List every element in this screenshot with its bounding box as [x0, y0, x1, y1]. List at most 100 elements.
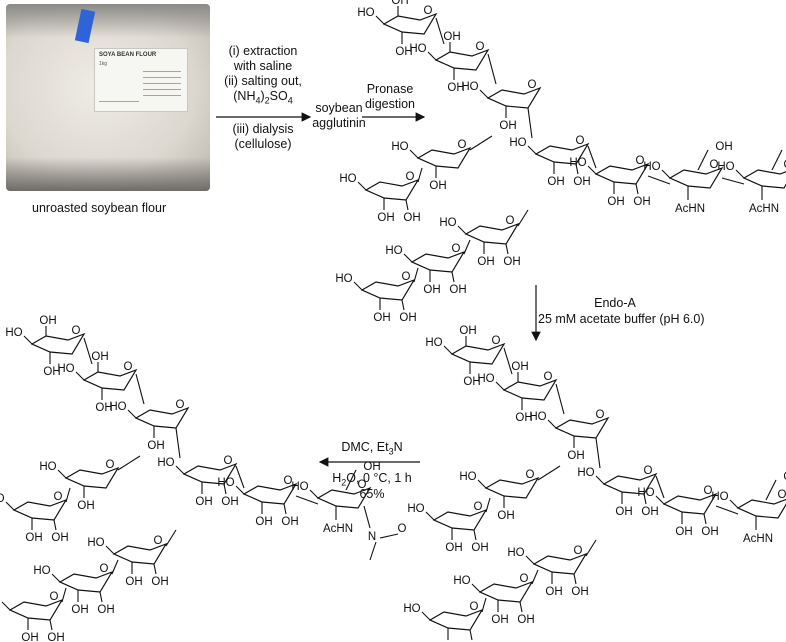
hydroxyl-label: OH — [363, 461, 380, 473]
sugar-ring — [668, 166, 724, 189]
glycosidic-bond — [463, 239, 471, 255]
sugar-ring — [742, 169, 786, 189]
hydroxyl-label: HO — [509, 137, 526, 149]
hydroxyl-label: OH — [515, 412, 532, 424]
hydroxyl-label: OH — [459, 325, 476, 337]
ring-oxygen-label: O — [778, 489, 786, 501]
hydroxyl-label: OH — [499, 120, 516, 132]
sugar-ring — [662, 492, 718, 515]
hydroxyl-label: OH — [43, 366, 60, 378]
sugar-ring — [432, 508, 488, 531]
hydroxyl-label: HO — [407, 503, 424, 515]
step1-line4: (NH4)2SO4 — [233, 89, 293, 106]
sugar-ring — [554, 416, 610, 439]
glycosidic-bond — [83, 337, 93, 365]
sugar-ring — [382, 12, 438, 35]
hydroxyl-label: HO — [637, 487, 654, 499]
sugar-ring — [464, 222, 520, 245]
sugar-ring — [360, 278, 416, 301]
glycosidic-bond — [111, 559, 119, 575]
hydroxyl-label: HO — [453, 575, 470, 587]
ring-oxygen-label: O — [284, 475, 293, 487]
step1-line6: (cellulose) — [234, 137, 292, 151]
hydroxyl-label: HO — [577, 467, 594, 479]
acetamido-label: AcHN — [743, 533, 773, 545]
sugar-ring — [12, 498, 68, 521]
hydroxyl-label: HO — [643, 161, 660, 173]
ring-oxygen-label: O — [50, 591, 59, 603]
hydroxyl-label: HO — [409, 43, 426, 55]
ring-oxygen-label: O — [106, 459, 115, 471]
ring-oxygen-label: O — [72, 325, 81, 337]
hydroxyl-label: HO — [335, 273, 352, 285]
hydroxyl-label: OH — [503, 256, 520, 268]
hydroxyl-label: OH — [783, 471, 786, 483]
step2-line1: Pronase — [366, 82, 414, 96]
glycosidic-bond — [527, 107, 533, 139]
hydroxyl-label: OH — [491, 614, 508, 626]
hydroxyl-label: HO — [477, 373, 494, 385]
sugar-ring — [416, 146, 472, 169]
ring-oxygen-label: O — [704, 485, 713, 497]
glycosidic-bond — [175, 427, 181, 459]
ring-oxygen-label: O — [458, 139, 467, 151]
sugar-ring — [532, 552, 588, 575]
glycosidic-bond — [647, 175, 671, 185]
ring-oxygen-label: O — [402, 271, 411, 283]
intermediate-line1: soybean — [315, 101, 363, 115]
acetamido-label: AcHN — [675, 203, 705, 215]
ring-oxygen-label: O — [574, 545, 583, 557]
hydroxyl-label: OH — [471, 542, 488, 554]
hydroxyl-label: OH — [47, 632, 64, 642]
step3-line1: Endo-A — [594, 296, 636, 310]
glycosidic-bond — [587, 145, 597, 169]
hydroxyl-label: HO — [0, 593, 1, 605]
hydroxyl-label: HO — [425, 337, 442, 349]
hydroxyl-label: OH — [545, 586, 562, 598]
photo-caption: unroasted soybean flour — [32, 201, 167, 215]
step3-line2: 25 mM acetate buffer (pH 6.0) — [538, 312, 705, 326]
sugar-ring — [242, 482, 298, 505]
hydroxyl-label: OH — [449, 284, 466, 296]
glycosidic-bond — [65, 487, 71, 503]
ring-oxygen-label: O — [452, 243, 461, 255]
glycosidic-bond — [413, 267, 419, 283]
ring-oxygen-label: O — [358, 479, 367, 491]
glycosidic-bond — [417, 167, 423, 183]
hydroxyl-label: OH — [607, 196, 624, 208]
soybean-flour-photo: SOYA BEAN FLOUR 1kg — [6, 4, 210, 191]
glycosidic-bond — [555, 383, 565, 415]
sugar-ring — [450, 342, 506, 365]
hydroxyl-label: OH — [77, 500, 94, 512]
sugar-ring — [8, 598, 64, 621]
hydroxyl-label: OH — [715, 141, 732, 153]
hydroxyl-label: HO — [291, 481, 308, 493]
hydroxyl-label: OH — [395, 46, 412, 58]
step4-line3: 65% — [359, 487, 385, 501]
hydroxyl-label: OH — [97, 604, 114, 616]
hydroxyl-label: HO — [461, 81, 478, 93]
glycosidic-bond — [165, 529, 177, 547]
sugar-ring — [428, 608, 484, 631]
hydroxyl-label: OH — [641, 506, 658, 518]
ring-oxygen-label: O — [124, 361, 133, 373]
hydroxyl-label: HO — [217, 477, 234, 489]
ring-oxygen-label: O — [526, 469, 535, 481]
glycosidic-bond — [469, 135, 493, 151]
ring-oxygen-label: O — [474, 501, 483, 513]
intermediate-line2: agglutinin — [312, 116, 366, 130]
sugar-ring — [502, 378, 558, 401]
sugar-ring — [736, 498, 786, 519]
sugar-ring — [58, 570, 114, 593]
glycosidic-bond — [655, 475, 665, 499]
hydroxyl-label: OH — [445, 542, 462, 554]
hydroxyl-label: HO — [459, 471, 476, 483]
hydroxyl-label: OH — [39, 315, 56, 327]
sugar-ring — [594, 162, 650, 185]
glycosidic-bond — [517, 209, 529, 227]
oxazoline-nitrogen-label: N — [368, 531, 376, 543]
ring-oxygen-label: O — [528, 79, 537, 91]
ring-oxygen-label: O — [644, 465, 653, 477]
hydroxyl-label: HO — [0, 493, 5, 505]
